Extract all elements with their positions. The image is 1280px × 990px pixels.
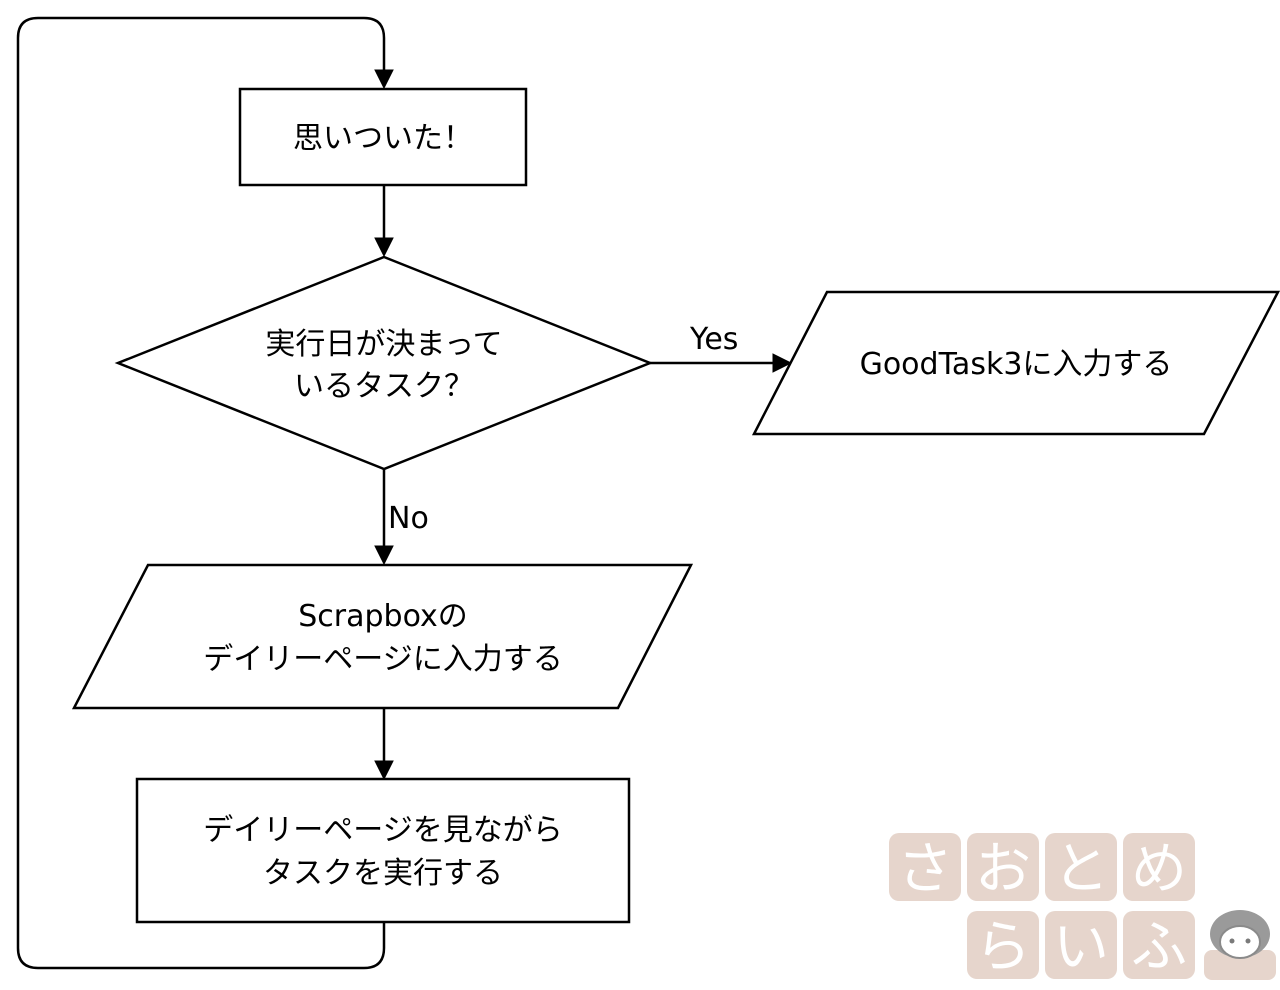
- watermark-char-1: さ: [897, 837, 953, 902]
- watermark-tile-2: [967, 833, 1039, 901]
- mascot-body: [1204, 950, 1276, 980]
- watermark-tile-7: [1123, 911, 1195, 979]
- watermark-char-2: お: [975, 837, 1031, 902]
- mascot-eye-left: [1229, 938, 1235, 944]
- node-scrapbox-line-1: Scrapboxの: [298, 599, 468, 634]
- node-goodtask-parallelogram: [751, 290, 1280, 436]
- edge-idea-to-decision-arrowhead: [374, 237, 394, 258]
- mascot-eye-right: [1245, 938, 1251, 944]
- watermark-char-5: ら: [975, 915, 1031, 980]
- mascot-face: [1219, 925, 1261, 959]
- node-idea: 思いついた！: [238, 87, 528, 187]
- edge-scrapbox-to-execute-arrowhead: [374, 760, 394, 781]
- node-execute-box: [135, 777, 631, 924]
- node-goodtask: GoodTask3に入力する: [751, 290, 1280, 436]
- loop-back-edge: [16, 16, 386, 970]
- node-scrapbox: Scrapboxの デイリーページに入力する: [71, 563, 694, 710]
- watermark-tile-1: [889, 833, 961, 901]
- watermark-char-4: め: [1131, 837, 1187, 902]
- watermark-tile-6: [1045, 911, 1117, 979]
- node-decision-diamond: [114, 255, 654, 471]
- watermark-logo: さ お と め ら い ふ: [889, 833, 1276, 980]
- watermark-tile-4: [1123, 833, 1195, 901]
- node-idea-line-1: 思いついた！: [293, 121, 473, 156]
- node-decision-line-2: いるタスク？: [294, 369, 474, 404]
- yes-label: Yes: [689, 322, 738, 357]
- edge-decision-to-scrapbox-arrowhead: [374, 545, 394, 566]
- watermark-char-6: い: [1053, 915, 1109, 980]
- watermark-char-7: ふ: [1131, 915, 1187, 980]
- node-decision: 実行日が決まって いるタスク？: [114, 255, 654, 471]
- watermark-tile-3: [1045, 833, 1117, 901]
- watermark-char-3: と: [1053, 837, 1109, 902]
- character-face-icon: [1204, 910, 1276, 980]
- edge-decision-to-goodtask-arrowhead: [772, 353, 793, 373]
- watermark-tile-5: [967, 911, 1039, 979]
- no-label: No: [388, 501, 429, 536]
- loop-back-arrowhead: [374, 69, 394, 90]
- node-decision-line-1: 実行日が決まって: [265, 327, 502, 362]
- node-idea-box: [238, 87, 528, 187]
- node-execute-line-1: デイリーページを見ながら: [203, 813, 562, 848]
- node-execute: デイリーページを見ながら タスクを実行する: [135, 777, 631, 924]
- node-execute-line-2: タスクを実行する: [263, 856, 503, 891]
- node-scrapbox-parallelogram: [71, 563, 694, 710]
- node-scrapbox-line-2: デイリーページに入力する: [203, 642, 562, 677]
- node-goodtask-line-1: GoodTask3に入力する: [860, 347, 1173, 382]
